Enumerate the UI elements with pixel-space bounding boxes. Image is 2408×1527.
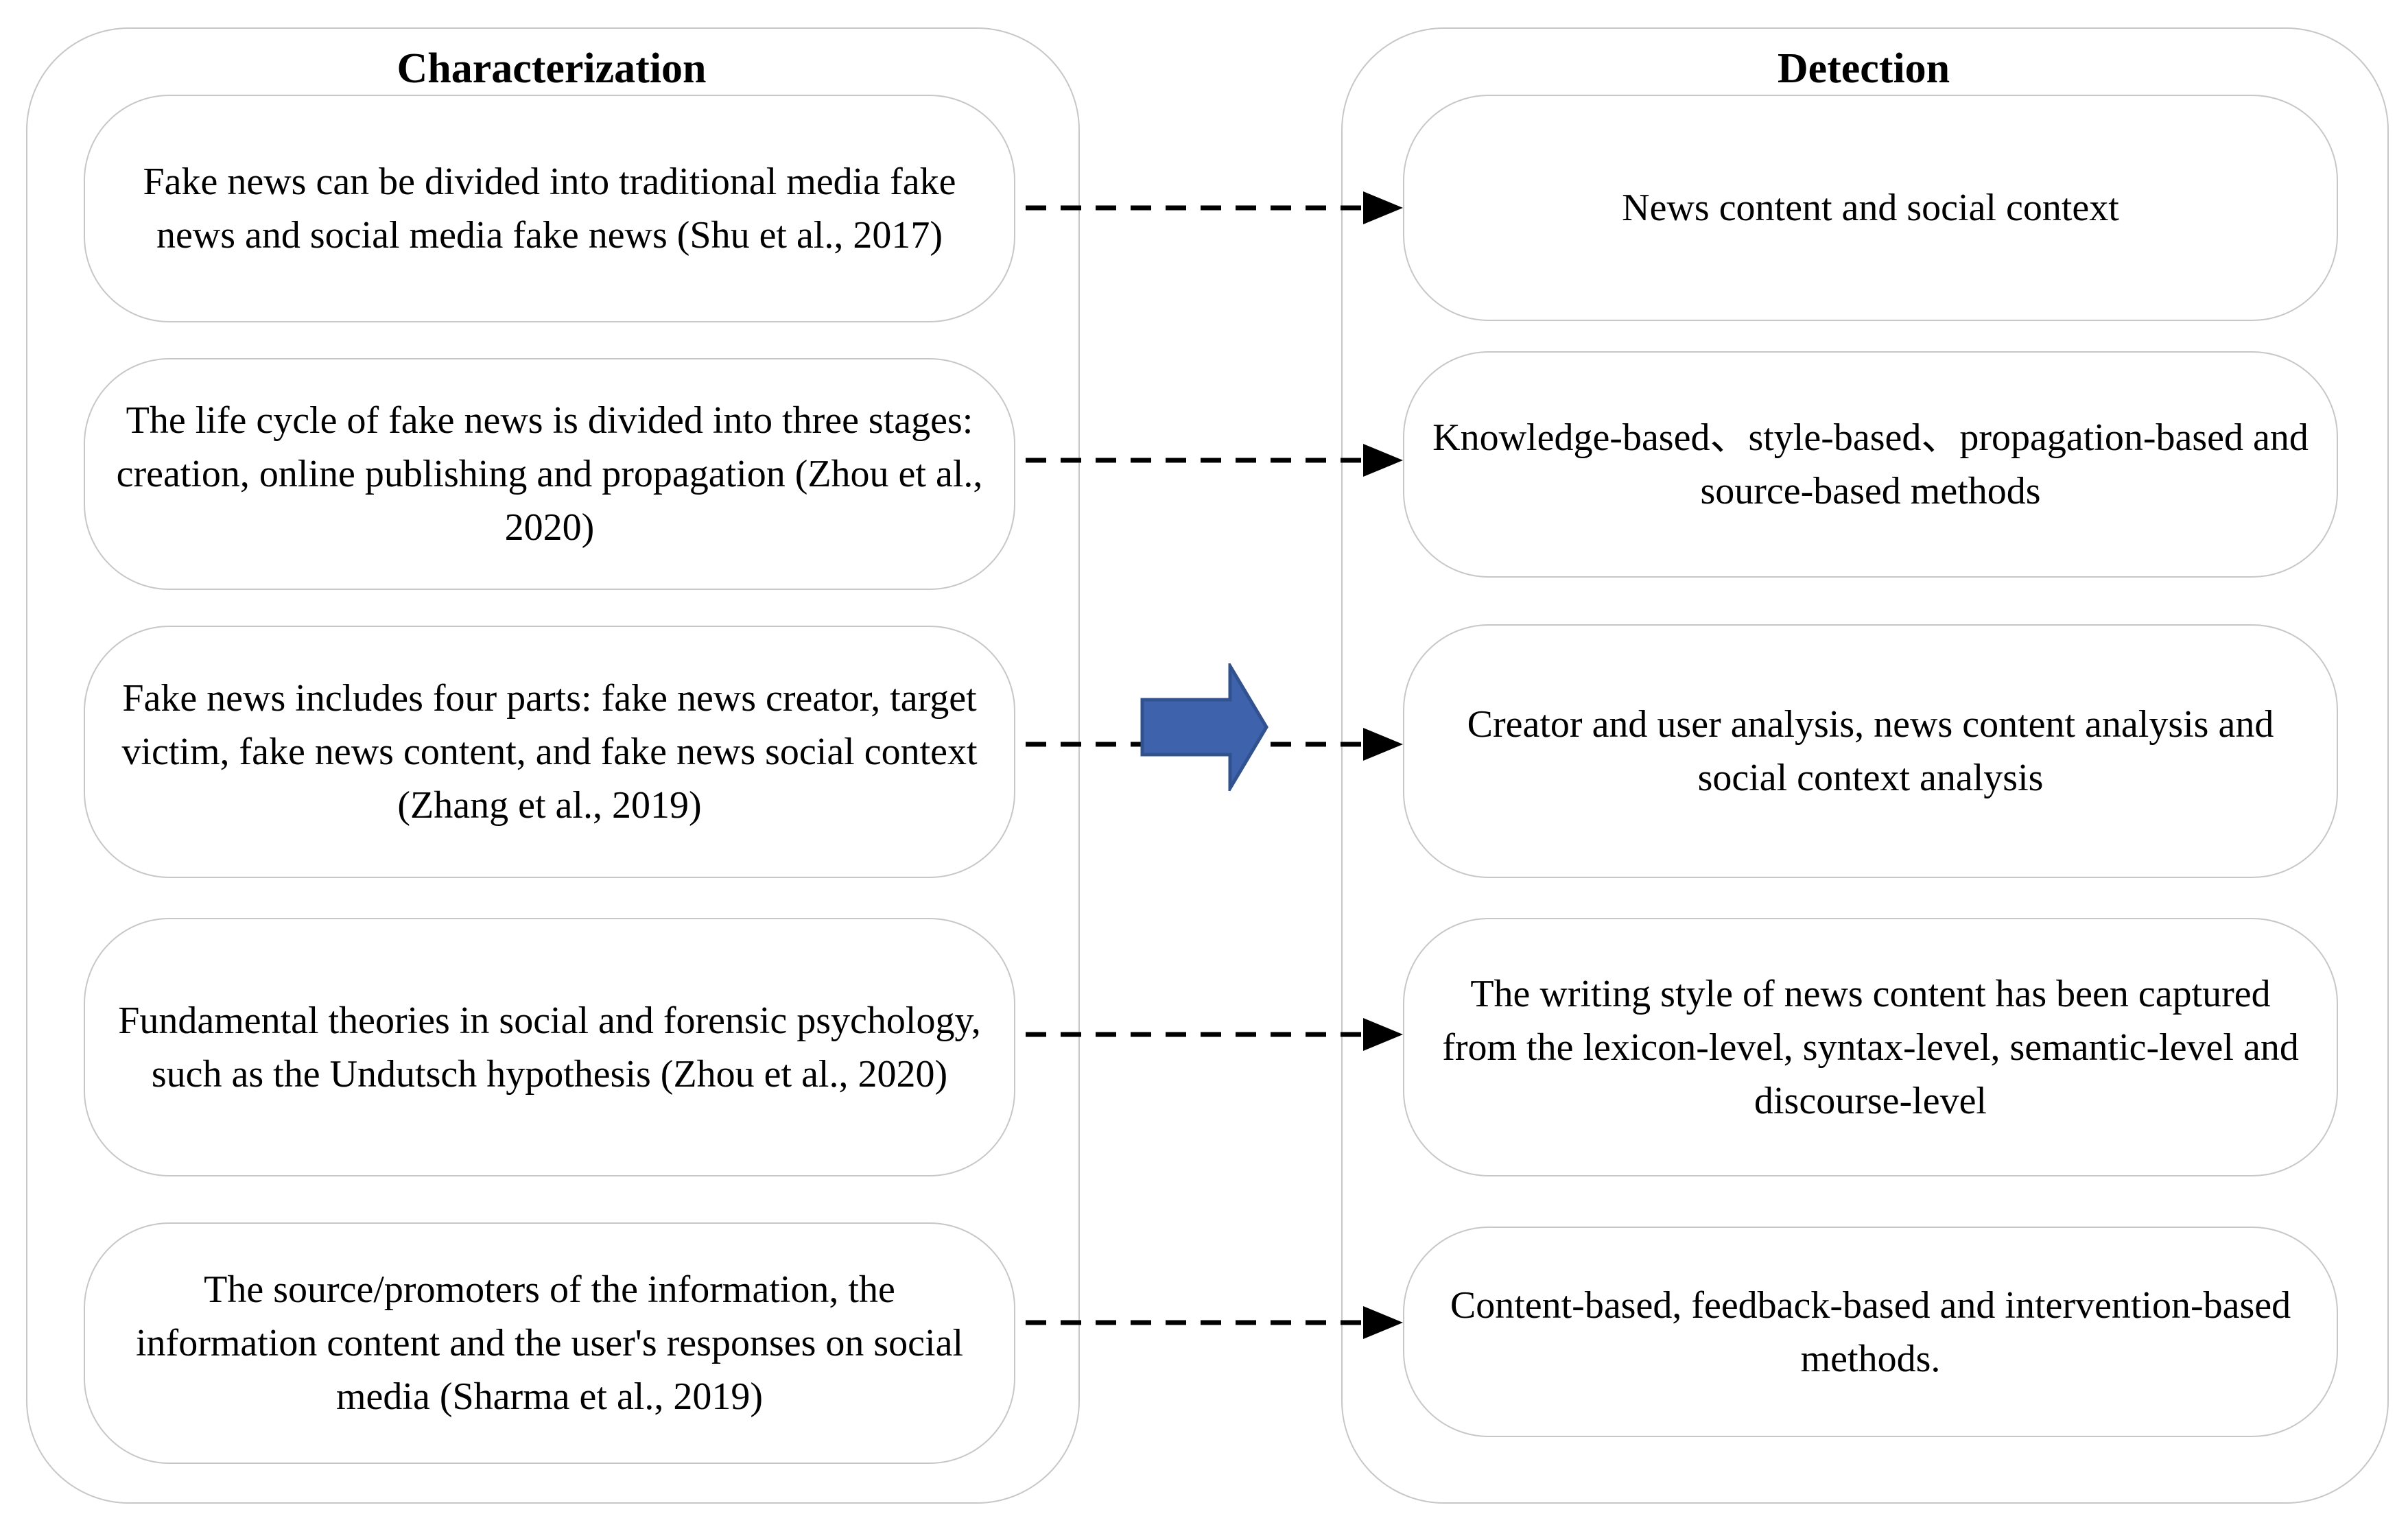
dashed-arrow-row3-icon [1026,728,1403,761]
dashed-arrow-row5-icon [1026,1306,1403,1339]
dashed-arrow-row1-icon [1026,191,1403,224]
characterization-box-2: The life cycle of fake news is divided i… [84,358,1015,590]
characterization-box-5: The source/promoters of the information,… [84,1222,1015,1464]
detection-box-4: The writing style of news content has be… [1403,918,2338,1176]
detection-box-3: Creator and user analysis, news content … [1403,624,2338,878]
dashed-arrow-row4-icon [1026,1018,1403,1051]
detection-box-5: Content-based, feedback-based and interv… [1403,1227,2338,1437]
blue-block-arrow-icon [1140,663,1268,791]
detection-title: Detection [1777,45,1950,92]
characterization-box-1: Fake news can be divided into traditiona… [84,95,1015,322]
detection-box-1: News content and social context [1403,95,2338,321]
detection-box-2: Knowledge-based、style-based、propagation-… [1403,351,2338,578]
characterization-box-4: Fundamental theories in social and foren… [84,918,1015,1176]
dashed-arrow-row2-icon [1026,444,1403,477]
characterization-box-3: Fake news includes four parts: fake news… [84,626,1015,878]
characterization-title: Characterization [397,45,707,92]
